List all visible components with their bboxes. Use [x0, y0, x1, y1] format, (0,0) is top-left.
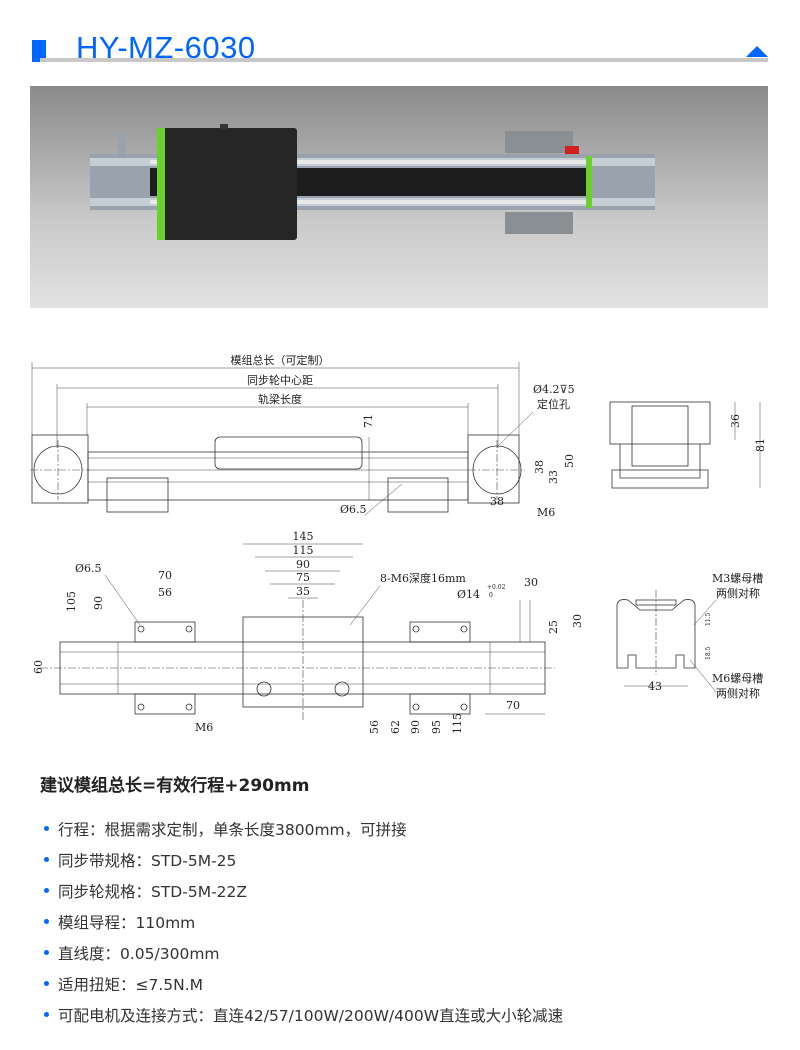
product-render [30, 86, 768, 308]
dim-beam-length: 轨梁长度 [258, 392, 302, 406]
dim-hole: Ø4.2⊽5 [533, 383, 575, 396]
dim-105: 105 [65, 591, 78, 612]
dim-43: 43 [648, 680, 662, 693]
dim-shaft: Ø14 [457, 588, 480, 601]
title-underline [40, 58, 768, 62]
dim-38h: 38 [490, 495, 504, 508]
triangle-up-icon[interactable] [746, 46, 768, 57]
dim-v-56: 56 [368, 720, 381, 734]
dim-115: 115 [293, 544, 314, 557]
dim-total-length: 模组总长（可定制） [231, 353, 330, 367]
label-m6: M6 [195, 721, 213, 734]
dim-v-115: 115 [451, 713, 464, 734]
spec-item: 直线度：0.05/300mm [44, 937, 563, 968]
length-formula-heading: 建议模组总长=有效行程+290mm [40, 776, 310, 796]
dim-56: 56 [158, 586, 172, 599]
label-m6-slot: M6螺母槽 [712, 672, 763, 685]
dim-35: 35 [296, 585, 310, 598]
dim-30v: 30 [571, 614, 584, 628]
dim-25: 25 [547, 620, 560, 634]
dim-71: 71 [362, 414, 375, 428]
spec-item: 适用扭矩：≤7.5N.M [44, 968, 563, 999]
dim-hole-65: Ø6.5 [75, 562, 102, 575]
tolerance-lower: 0 [489, 592, 493, 599]
dim-v-90: 90 [409, 720, 422, 734]
dim-81: 81 [754, 438, 767, 452]
bullet-icon [44, 1012, 49, 1017]
dim-pulley-center: 同步轮中心距 [247, 373, 313, 387]
dim-70: 70 [158, 569, 172, 582]
dim-36: 36 [729, 414, 742, 428]
tolerance-upper: +0.02 [487, 584, 506, 591]
bullet-icon [44, 826, 49, 831]
dim-11-5: 11.5 [705, 612, 712, 626]
spec-item: 同步带规格：STD-5M-25 [44, 844, 563, 875]
dim-90: 90 [296, 558, 310, 571]
bullet-icon [44, 950, 49, 955]
dim-18-5: 18.5 [705, 646, 712, 660]
label-m3-slot: M3螺母槽 [712, 572, 763, 585]
spec-item: 同步轮规格：STD-5M-22Z [44, 875, 563, 906]
label-m3-symmetric: 两侧对称 [716, 586, 760, 600]
spec-item: 行程：根据需求定制，单条长度3800mm，可拼接 [44, 813, 563, 844]
dim-hole-65: Ø6.5 [340, 503, 367, 516]
spec-item: 可配电机及连接方式：直连42/57/100W/200W/400W直连或大小轮减速 [44, 999, 563, 1030]
bullet-icon [44, 857, 49, 862]
bullet-icon [44, 981, 49, 986]
technical-drawings: 模组总长（可定制） 同步轮中心距 轨梁长度 71 Ø4.2⊽5 定位孔 38 3… [30, 353, 767, 734]
dim-90v: 90 [92, 596, 105, 610]
profile-section-drawing: 43 11.5 18.5 M3螺母槽 两侧对称 M6螺母槽 两侧对称 [616, 572, 763, 700]
spec-item: 模组导程：110mm [44, 906, 563, 937]
dim-50: 50 [563, 454, 576, 468]
label-tapped-holes: 8-M6深度16mm [380, 571, 466, 585]
label-m6-symmetric: 两侧对称 [716, 686, 760, 700]
dim-70-right: 70 [506, 699, 520, 712]
dim-hole-note: 定位孔 [537, 397, 570, 411]
side-view-drawing: 145 115 90 75 35 Ø6.5 70 56 105 90 60 M6… [32, 530, 584, 734]
top-view-drawing: 模组总长（可定制） 同步轮中心距 轨梁长度 71 Ø4.2⊽5 定位孔 38 3… [30, 353, 576, 519]
dim-75: 75 [296, 571, 310, 584]
bullet-icon [44, 888, 49, 893]
dim-30: 30 [524, 576, 538, 589]
dim-38v: 38 [533, 460, 546, 474]
spec-list: 行程：根据需求定制，单条长度3800mm，可拼接 同步带规格：STD-5M-25… [44, 813, 563, 1030]
bullet-icon [44, 919, 49, 924]
dim-v-62: 62 [389, 720, 402, 734]
dim-60: 60 [32, 660, 45, 674]
label-m6: M6 [537, 506, 555, 519]
end-view-drawing: 36 81 [609, 401, 767, 489]
title-marker [32, 40, 46, 62]
dim-v-95: 95 [430, 720, 443, 734]
dim-145: 145 [293, 530, 314, 543]
dim-33: 33 [547, 470, 560, 484]
